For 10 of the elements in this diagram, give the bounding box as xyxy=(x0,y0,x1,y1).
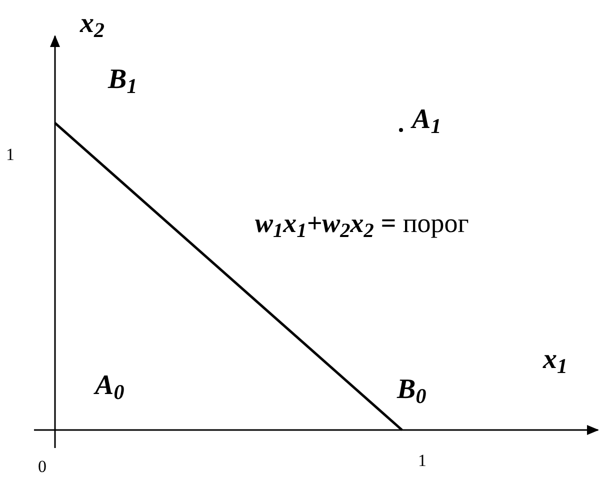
tick-label: 0 xyxy=(38,458,46,475)
point-label: B$_{0}$ xyxy=(397,376,426,404)
axis-label: x$_{1}$ xyxy=(543,346,568,374)
tick-label: 1 xyxy=(418,452,426,469)
region-label: A$_{0}$ xyxy=(95,372,124,400)
tick-label: 1 xyxy=(6,146,14,163)
equation-text: w$_{1}$x$_{1}$+w$_{2}$x$_{2}$ = порог xyxy=(255,210,469,237)
axis-label: x$_{2}$ xyxy=(80,10,104,38)
region-label: B$_{1}$ xyxy=(108,66,138,94)
point-label: A$_{1}$ xyxy=(412,106,442,134)
